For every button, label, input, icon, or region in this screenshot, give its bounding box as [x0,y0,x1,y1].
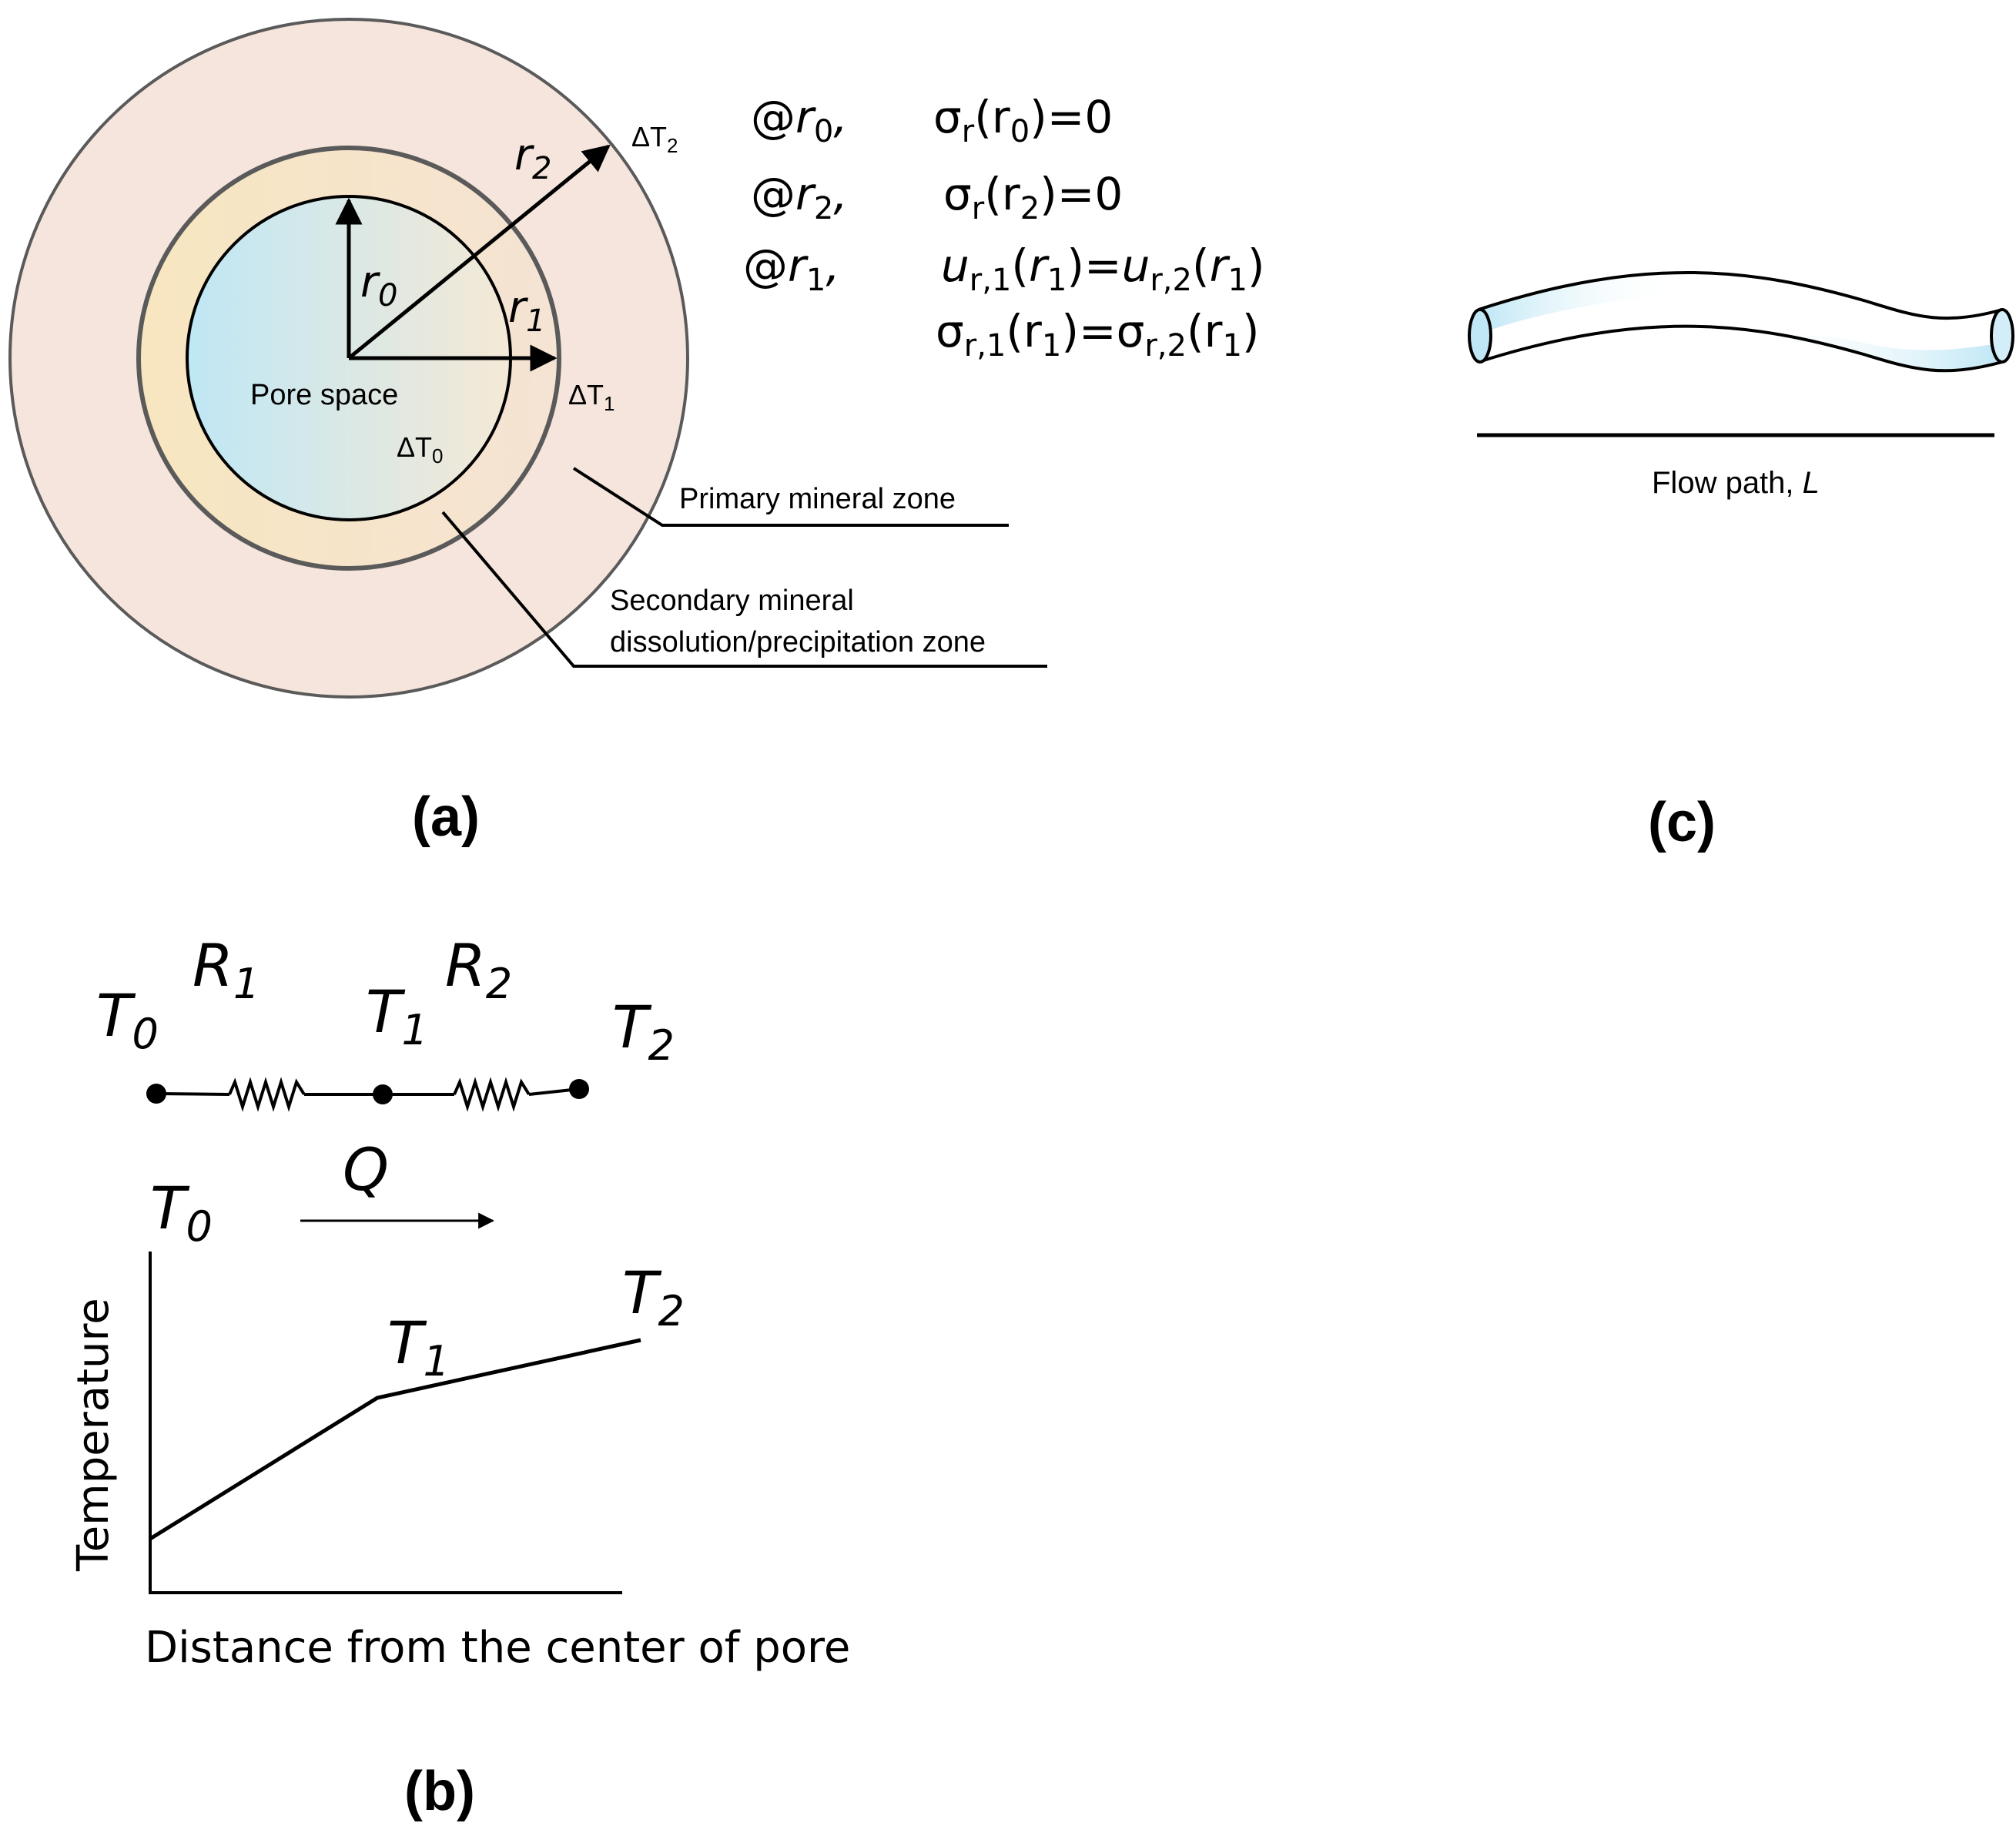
label-r1: R1 [193,931,260,1008]
secondary-zone-label-line1: Secondary mineral [610,585,854,617]
label-t2-plot: T2 [622,1258,685,1335]
secondary-zone-label-line2: dissolution/precipitation zone [610,626,986,658]
primary-zone-label: Primary mineral zone [679,483,956,515]
thermal-circuit [146,1077,589,1112]
panel-a-caption: (a) [412,786,480,848]
label-r2: R2 [445,931,512,1008]
tube-bottom-edge [1478,324,2003,373]
label-t1-circuit: T1 [366,977,428,1054]
boundary-conditions: @r0, σr(r0)=0 @r2, σr(r2)=0 @r1, ur,1(r1… [743,91,1265,364]
bc-u-continuity: ur,1(r1)=ur,2(r1) [941,240,1265,298]
delta-t1-label: ΔT1 [568,379,615,415]
bc-sigma-r0: σr(r0)=0 [933,91,1113,149]
label-t0-plot: T0 [150,1174,213,1251]
primary-zone-leader [572,467,1009,527]
tube-right-opening [1990,308,2014,364]
node-t0 [146,1084,166,1104]
node-t2 [569,1079,589,1099]
delta-t0-label: ΔT0 [397,431,444,467]
r1-label: r1 [508,283,545,339]
r2-label: r2 [514,130,551,186]
bc-at-r1: @r1, [743,240,840,298]
tube-bottom-shade [1740,334,2001,370]
panel-c: Flow path, L (c) [1468,270,2014,853]
panel-b-caption: (b) [404,1761,475,1822]
bc-at-r0: @r0, [751,91,848,149]
delta-t2-label: ΔT2 [631,121,678,157]
label-t2-circuit: T2 [612,993,675,1070]
flow-path-label: Flow path, L [1652,466,1820,500]
resistor-r2 [453,1077,531,1112]
node-t1 [373,1084,393,1104]
x-axis-label: Distance from the center of pore [145,1623,850,1673]
temperature-profile [149,1338,641,1541]
label-q: Q [343,1135,389,1204]
secondary-zone-leader [441,511,1047,668]
label-t0-circuit: T0 [96,981,159,1058]
tube-top-shade [1480,271,1679,331]
bc-at-r2: @r2, [751,168,848,226]
label-t1-plot: T1 [387,1309,450,1386]
resistor-r1 [228,1077,306,1112]
panel-c-caption: (c) [1648,792,1716,853]
r2-arrow [347,144,611,360]
y-axis-label: Temperature [69,1298,119,1572]
bc-sigma-continuity: σr,1(r1)=σr,2(r1) [936,305,1260,364]
bc-sigma-r2: σr(r2)=0 [943,168,1123,226]
r0-label: r0 [360,257,397,313]
panel-a: r0 r1 r2 Pore space ΔT0 ΔT1 ΔT2 Primary … [8,18,1265,848]
pore-space-label: Pore space [250,379,398,411]
tube-left-opening [1468,308,1492,364]
panel-b: T0 R1 T1 R2 T2 Q T0 T1 T2 Temperature Di… [69,931,850,1822]
tube-top-edge [1478,270,2003,320]
circuit-labels: T0 R1 T1 R2 T2 [96,931,675,1070]
